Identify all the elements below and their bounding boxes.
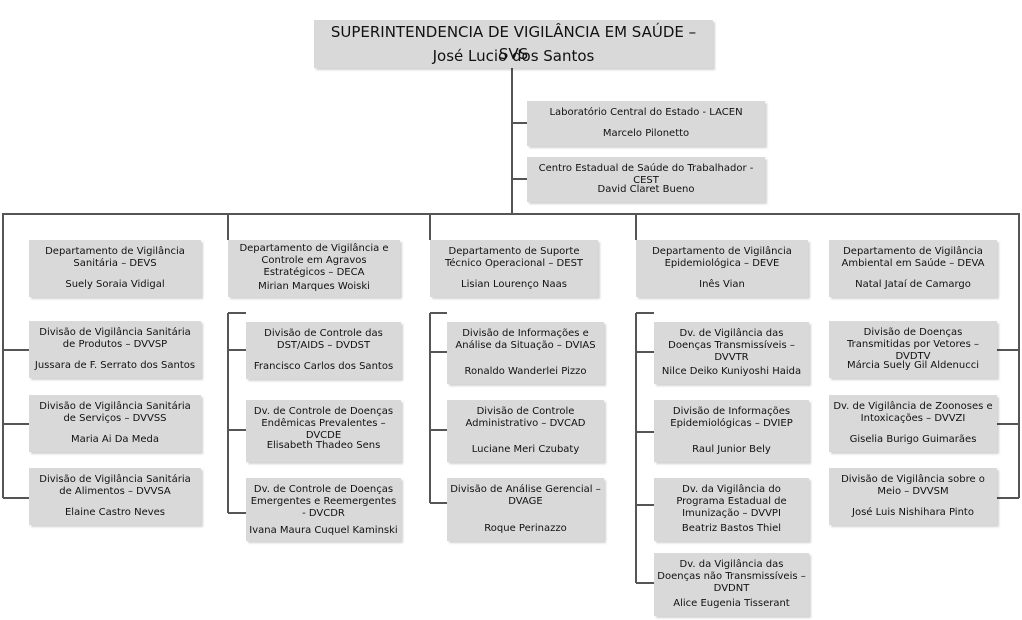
division-title: Divisão de Controle das DST/AIDS – DVDST bbox=[264, 328, 383, 351]
division-head: Beatriz Bastos Thiel bbox=[681, 523, 782, 534]
div-dvdtv: Divisão de Doenças Transmitidas por Veto… bbox=[829, 321, 997, 378]
division-title: Dv. de Vigilância de Zoonoses e Intoxica… bbox=[833, 401, 993, 424]
div-dvdnt: Dv. da Vigilância das Doenças não Transm… bbox=[654, 553, 809, 616]
division-title: Divisão de Doenças Transmitidas por Veto… bbox=[847, 327, 979, 362]
division-title: Divisão de Informações e Análise da Situ… bbox=[455, 328, 596, 351]
div-dvvpi: Dv. da Vigilância do Programa Estadual d… bbox=[654, 478, 809, 541]
division-title: Dv. da Vigilância das Doenças não Transm… bbox=[657, 559, 806, 594]
dept-head: Suely Soraia Vidigal bbox=[65, 279, 165, 290]
div-dvvzi: Dv. de Vigilância de Zoonoses e Intoxica… bbox=[829, 395, 997, 452]
cest-box: Centro Estadual de Saúde do Trabalhador … bbox=[527, 157, 765, 202]
div-dvage: Divisão de Análise Gerencial – DVAGE Roq… bbox=[447, 478, 604, 541]
div-dvias: Divisão de Informações e Análise da Situ… bbox=[447, 322, 604, 384]
div-dvvsm: Divisão de Vigilância sobre o Meio – DVV… bbox=[829, 468, 997, 525]
division-head: Nilce Deiko Kuniyoshi Haida bbox=[661, 366, 802, 377]
div-dvcdr: Dv. de Controle de Doenças Emergentes e … bbox=[246, 478, 401, 541]
division-head: José Luis Nishihara Pinto bbox=[852, 507, 974, 518]
dept-title: Departamento de Vigilância Ambiental em … bbox=[841, 246, 985, 269]
dept-title: Departamento de Vigilância Epidemiológic… bbox=[652, 246, 792, 269]
division-head: Alice Eugenia Tisserant bbox=[673, 598, 790, 609]
lacen-title: Laboratório Central do Estado - LACEN bbox=[549, 107, 743, 118]
division-title: Dv. de Vigilância das Doenças Transmissí… bbox=[668, 328, 795, 363]
division-title: Dv. da Vigilância do Programa Estadual d… bbox=[676, 484, 787, 519]
division-title: Divisão de Vigilância Sanitária de Alime… bbox=[39, 474, 191, 497]
dept-head: Natal Jataí de Camargo bbox=[855, 279, 971, 290]
lacen-head: Marcelo Pilonetto bbox=[602, 128, 690, 139]
division-head: Giselia Burigo Guimarães bbox=[849, 434, 977, 445]
dept-devs: Departamento de Vigilância Sanitária – D… bbox=[29, 240, 201, 297]
division-head: Márcia Suely Gil Aldenucci bbox=[847, 360, 979, 371]
dept-deca: Departamento de Vigilância e Controle em… bbox=[228, 240, 400, 297]
div-dvdst: Divisão de Controle das DST/AIDS – DVDST… bbox=[246, 322, 401, 379]
div-dvcad: Divisão de Controle Administrativo – DVC… bbox=[447, 400, 604, 462]
dept-title: Departamento de Vigilância e Controle em… bbox=[239, 243, 389, 278]
div-dvvtr: Dv. de Vigilância das Doenças Transmissí… bbox=[654, 322, 809, 384]
svs-head: José Lucio dos Santos bbox=[432, 47, 595, 65]
division-head: Ivana Maura Cuquel Kaminski bbox=[249, 525, 398, 536]
div-dvvsp: Divisão de Vigilância Sanitária de Produ… bbox=[29, 321, 201, 378]
division-head: Ronaldo Wanderlei Pizzo bbox=[464, 366, 587, 377]
dept-head: Lisian Lourenço Naas bbox=[461, 279, 567, 290]
div-dviep: Divisão de Informações Epidemiológicas –… bbox=[654, 400, 809, 462]
dept-head: Inês Vian bbox=[699, 279, 745, 290]
div-dvcde: Dv. de Controle de Doenças Endêmicas Pre… bbox=[246, 400, 401, 462]
dept-deve: Departamento de Vigilância Epidemiológic… bbox=[636, 240, 808, 297]
dept-dest: Departamento de Suporte Técnico Operacio… bbox=[430, 240, 598, 297]
division-head: Francisco Carlos dos Santos bbox=[253, 361, 394, 372]
dept-deva: Departamento de Vigilância Ambiental em … bbox=[829, 240, 997, 297]
dept-title: Departamento de Vigilância Sanitária – D… bbox=[45, 246, 185, 269]
cest-title: Centro Estadual de Saúde do Trabalhador … bbox=[538, 163, 754, 186]
division-head: Elaine Castro Neves bbox=[64, 507, 165, 518]
division-title: Divisão de Vigilância Sanitária de Produ… bbox=[39, 327, 191, 350]
division-title: Dv. de Controle de Doenças Endêmicas Pre… bbox=[253, 406, 394, 441]
svs-box: SUPERINTENDENCIA DE VIGILÂNCIA EM SAÚDE … bbox=[314, 20, 713, 68]
division-title: Divisão de Análise Gerencial – DVAGE bbox=[450, 484, 601, 507]
lacen-box: Laboratório Central do Estado - LACEN Ma… bbox=[527, 101, 765, 146]
dept-title: Departamento de Suporte Técnico Operacio… bbox=[444, 246, 584, 269]
cest-head: David Claret Bueno bbox=[597, 184, 695, 195]
div-dvvsa: Divisão de Vigilância Sanitária de Alime… bbox=[29, 468, 201, 525]
division-title: Divisão de Vigilância sobre o Meio – DVV… bbox=[841, 474, 985, 497]
div-dvvss: Divisão de Vigilância Sanitária de Servi… bbox=[29, 395, 201, 452]
division-title: Dv. de Controle de Doenças Emergentes e … bbox=[250, 484, 397, 519]
division-head: Maria Ai Da Meda bbox=[70, 434, 159, 445]
division-title: Divisão de Controle Administrativo – DVC… bbox=[465, 406, 586, 429]
dept-head: Mirian Marques Woiski bbox=[258, 281, 370, 292]
division-head: Roque Perinazzo bbox=[484, 523, 567, 534]
division-head: Raul Junior Bely bbox=[692, 444, 771, 455]
division-head: Jussara de F. Serrato dos Santos bbox=[34, 360, 196, 371]
division-head: Luciane Meri Czubaty bbox=[471, 444, 580, 455]
svs-title: SUPERINTENDENCIA DE VIGILÂNCIA EM SAÚDE … bbox=[330, 23, 697, 63]
division-head: Elisabeth Thadeo Sens bbox=[266, 440, 381, 451]
division-title: Divisão de Vigilância Sanitária de Servi… bbox=[39, 401, 191, 424]
division-title: Divisão de Informações Epidemiológicas –… bbox=[670, 406, 793, 429]
